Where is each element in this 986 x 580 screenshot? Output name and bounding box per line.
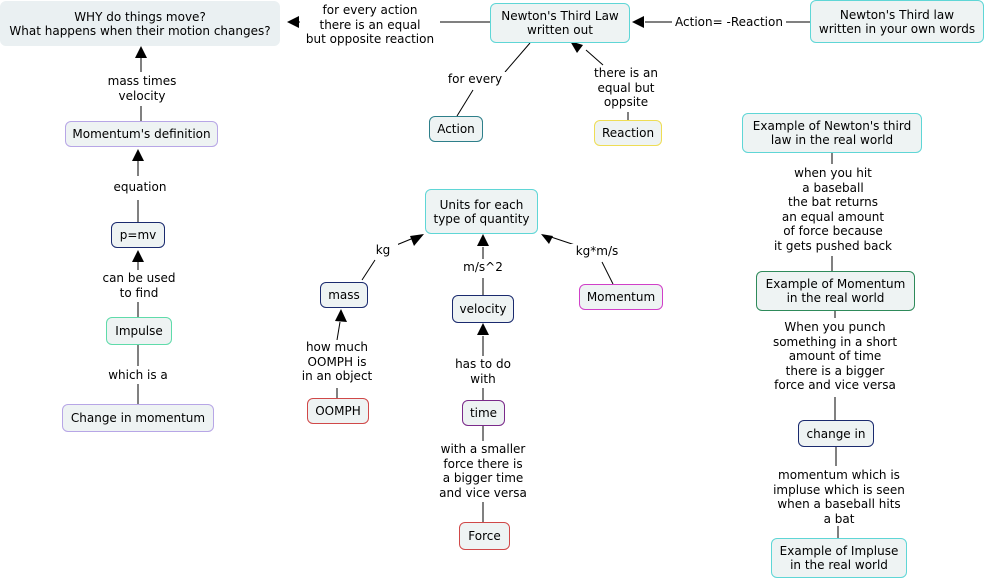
third-law-own-words-node[interactable]: Newton's Third law written in your own w…: [810, 0, 984, 43]
third-law-written-node[interactable]: Newton's Third Law written out: [490, 3, 630, 43]
p-mv-node[interactable]: p=mv: [111, 222, 165, 248]
change-in-node[interactable]: change in: [798, 420, 874, 447]
force-node[interactable]: Force: [459, 522, 510, 550]
oomph-node[interactable]: OOMPH: [307, 398, 369, 424]
reaction-node[interactable]: Reaction: [594, 120, 662, 146]
link-label-can-be-used: can be used to find: [92, 271, 186, 300]
action-node[interactable]: Action: [429, 116, 483, 142]
why-node[interactable]: WHY do things move? What happens when th…: [0, 1, 280, 46]
link-label-there-is: there is an equal but oppsite: [586, 66, 666, 110]
impulse-node[interactable]: Impulse: [106, 317, 172, 345]
momentum-node[interactable]: Momentum: [579, 284, 663, 310]
link-label-ms2: m/s^2: [455, 260, 511, 275]
link-label-action-reaction: Action= -Reaction: [672, 15, 786, 30]
link-label-kg: kg: [368, 243, 398, 258]
example-momentum-node[interactable]: Example of Momentum in the real world: [756, 271, 915, 311]
link-label-for-every: for every: [440, 72, 510, 87]
change-in-momentum-node[interactable]: Change in momentum: [62, 404, 214, 432]
link-label-smaller-force: with a smaller force there is a bigger t…: [428, 442, 538, 500]
link-label-which-is: which is a: [96, 368, 180, 383]
link-label-punch: When you punch something in a short amou…: [762, 320, 908, 393]
link-label-has-to-do: has to do with: [444, 357, 522, 386]
units-node[interactable]: Units for each type of quantity: [425, 189, 538, 234]
example-impulse-node[interactable]: Example of Impluse in the real world: [771, 538, 907, 578]
momentum-definition-node[interactable]: Momentum's definition: [65, 121, 218, 147]
velocity-node[interactable]: velocity: [452, 295, 514, 323]
link-label-mass-times: mass times velocity: [98, 74, 186, 103]
link-label-baseball: when you hit a baseball the bat returns …: [768, 166, 898, 253]
link-label-how-much: how much OOMPH is in an object: [292, 340, 382, 384]
link-label-momentum-seen: momentum which is impluse which is seen …: [762, 468, 916, 526]
mass-node[interactable]: mass: [320, 282, 368, 308]
link-label-kgms: kg*m/s: [569, 244, 625, 259]
link-label-equation: equation: [100, 180, 180, 195]
time-node[interactable]: time: [462, 400, 505, 426]
link-label-equal-opposite: for every action there is an equal but o…: [300, 3, 440, 47]
example-third-law-node[interactable]: Example of Newton's third law in the rea…: [742, 113, 922, 153]
